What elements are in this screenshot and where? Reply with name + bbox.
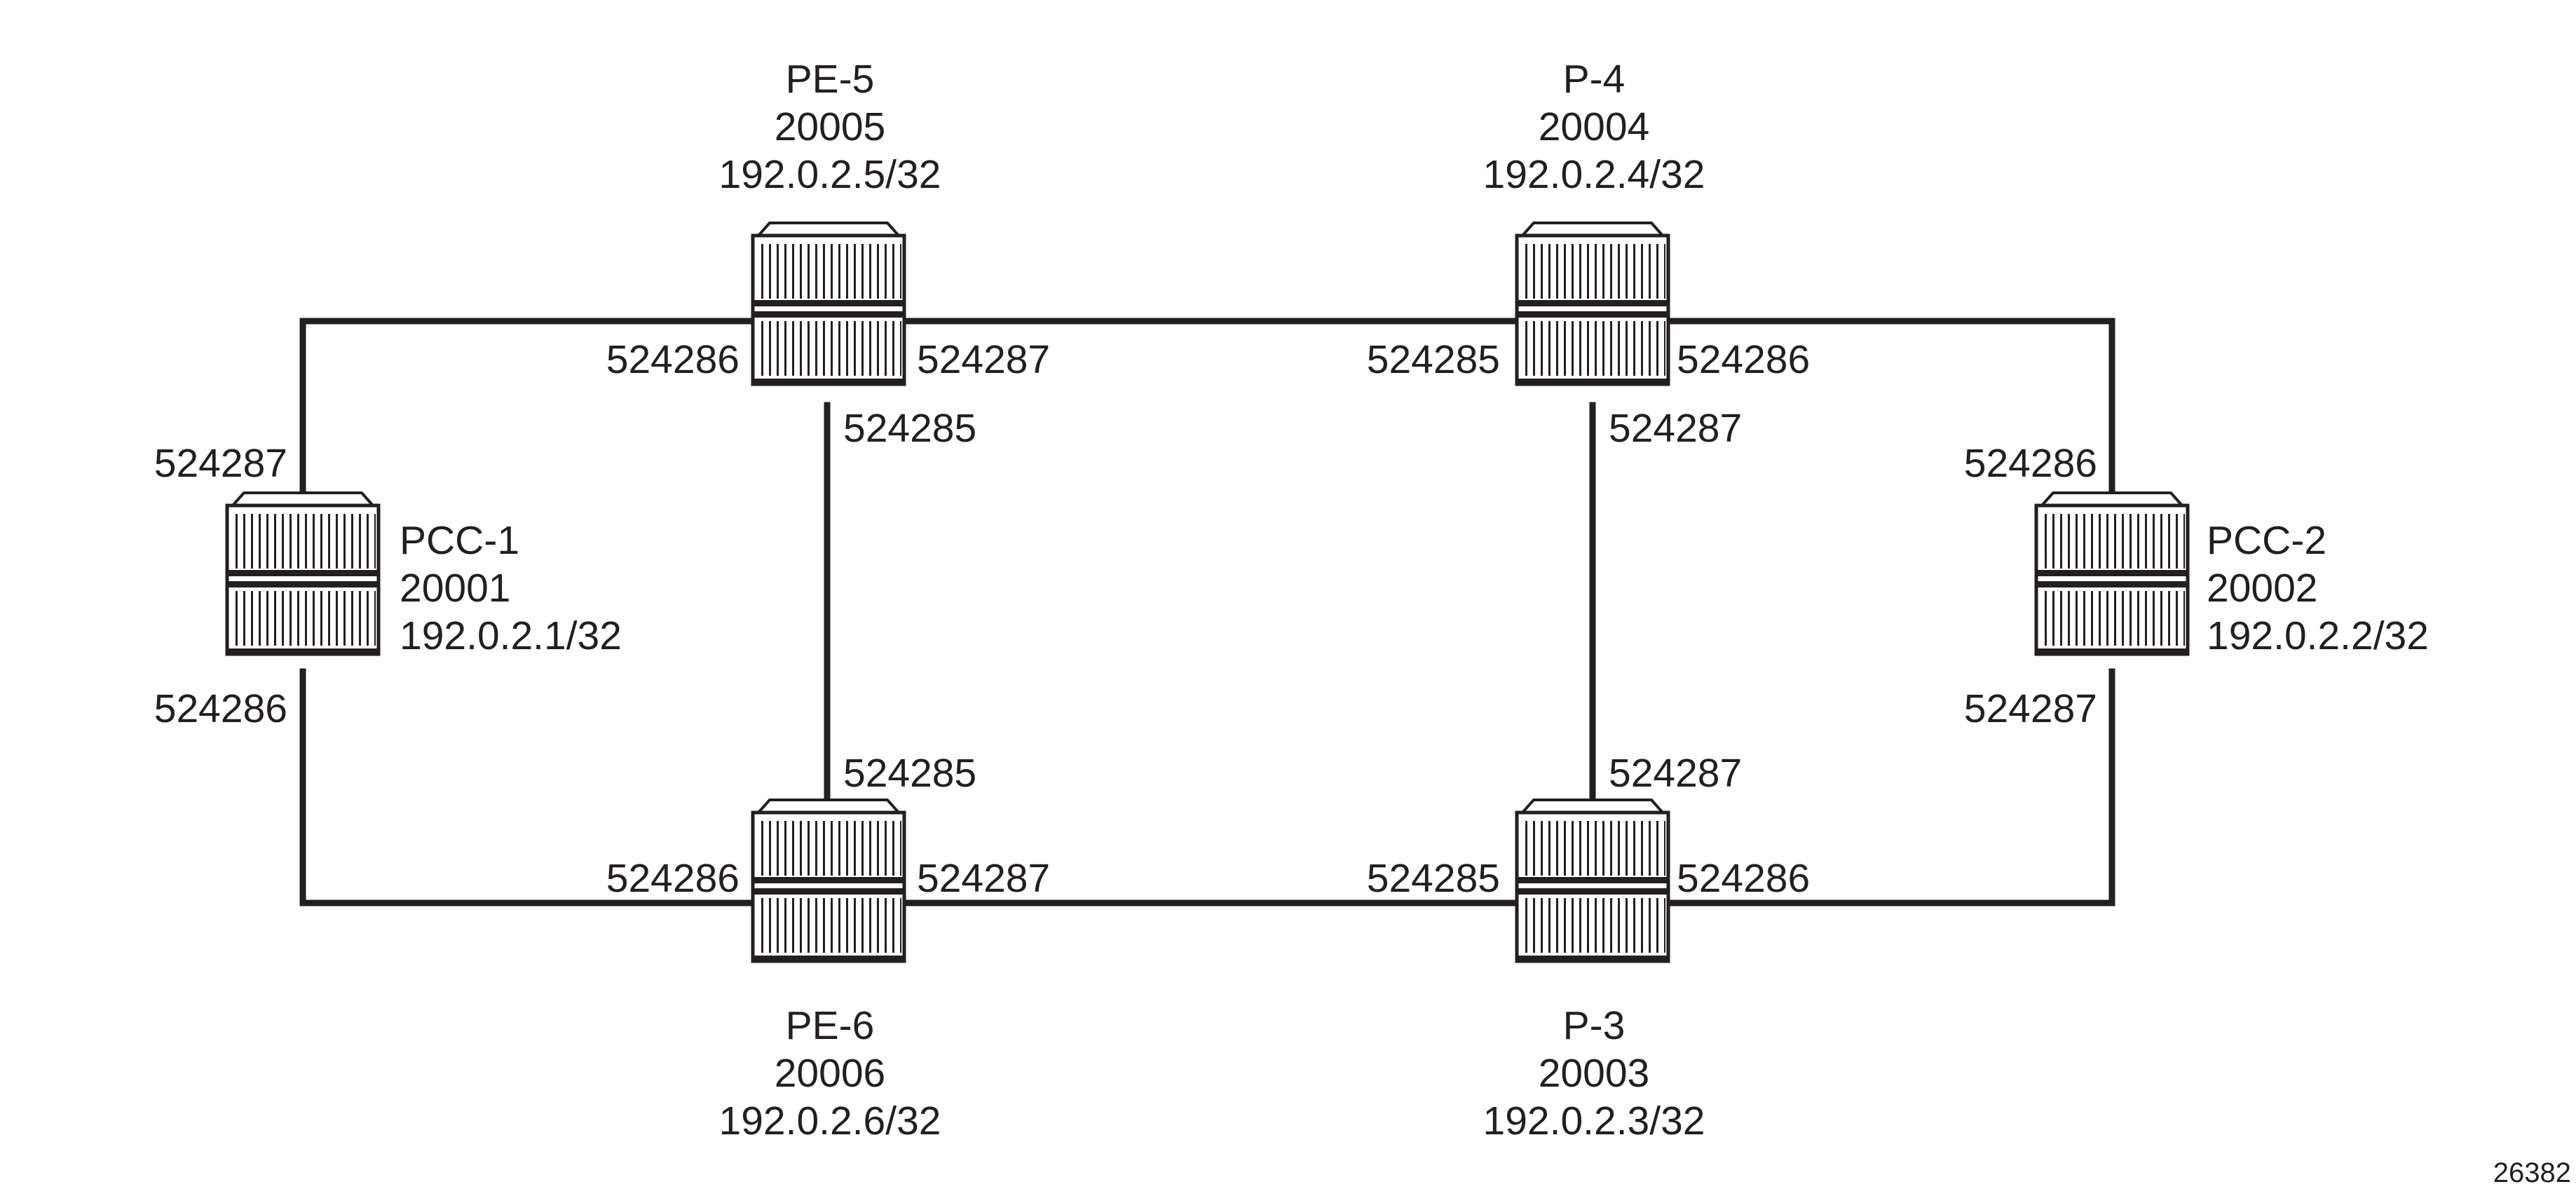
node-name: P-4 (1563, 57, 1626, 102)
links (299, 318, 2115, 906)
port-label: 524286 (606, 856, 740, 901)
router-icon (227, 493, 379, 654)
node-address: 192.0.2.5/32 (719, 152, 941, 197)
port-label: 524287 (917, 337, 1050, 382)
router-icon (1517, 800, 1668, 961)
port-labels: 524286 524287 524285 524285 524286 52428… (154, 337, 2097, 901)
node-address: 192.0.2.6/32 (719, 1099, 941, 1143)
node-sid: 20006 (775, 1051, 886, 1096)
node-address: 192.0.2.3/32 (1483, 1099, 1705, 1143)
node-sid: 20005 (775, 104, 886, 149)
port-label: 524287 (1964, 686, 2097, 731)
port-label: 524285 (1367, 856, 1500, 901)
router-icon (753, 800, 904, 961)
node-name: PE-5 (786, 57, 875, 102)
node-label-pcc1: PCC-1 20001 192.0.2.1/32 (400, 518, 622, 658)
node-label-p3: P-3 20003 192.0.2.3/32 (1483, 1003, 1705, 1143)
port-label: 524287 (1609, 406, 1742, 451)
node-label-pe6: PE-6 20006 192.0.2.6/32 (719, 1003, 941, 1143)
node-sid: 20002 (2207, 566, 2318, 611)
port-label: 524287 (1609, 751, 1742, 796)
routers (227, 223, 2188, 961)
router-icon (753, 223, 904, 384)
node-label-pcc2: PCC-2 20002 192.0.2.2/32 (2207, 518, 2429, 658)
port-label: 524285 (843, 751, 976, 796)
port-label: 524285 (1367, 337, 1500, 382)
figure-id: 26382 (2493, 1157, 2571, 1188)
link-p4-pcc2 (1665, 318, 2115, 494)
link-pcc1-pe5 (299, 318, 757, 494)
node-label-pe5: PE-5 20005 192.0.2.5/32 (719, 57, 941, 197)
node-sid: 20004 (1539, 104, 1650, 149)
node-sid: 20001 (400, 566, 511, 611)
node-sid: 20003 (1539, 1051, 1650, 1096)
node-address: 192.0.2.2/32 (2207, 613, 2429, 658)
port-label: 524286 (1964, 441, 2097, 486)
node-label-p4: P-4 20004 192.0.2.4/32 (1483, 57, 1705, 197)
node-name: PE-6 (786, 1003, 875, 1048)
port-label: 524286 (606, 337, 740, 382)
port-label: 524285 (843, 406, 976, 451)
port-label: 524287 (154, 441, 287, 486)
node-name: PCC-2 (2207, 518, 2326, 563)
node-address: 192.0.2.1/32 (400, 613, 622, 658)
node-name: PCC-1 (400, 518, 519, 563)
link-p3-pcc2 (1665, 668, 2115, 906)
port-label: 524286 (1677, 337, 1810, 382)
node-address: 192.0.2.4/32 (1483, 152, 1705, 197)
link-pcc1-pe6 (299, 668, 757, 906)
router-icon (1517, 223, 1668, 384)
router-icon (2036, 493, 2188, 654)
port-label: 524286 (154, 686, 287, 731)
node-name: P-3 (1563, 1003, 1626, 1048)
port-label: 524286 (1677, 856, 1810, 901)
port-label: 524287 (917, 856, 1050, 901)
